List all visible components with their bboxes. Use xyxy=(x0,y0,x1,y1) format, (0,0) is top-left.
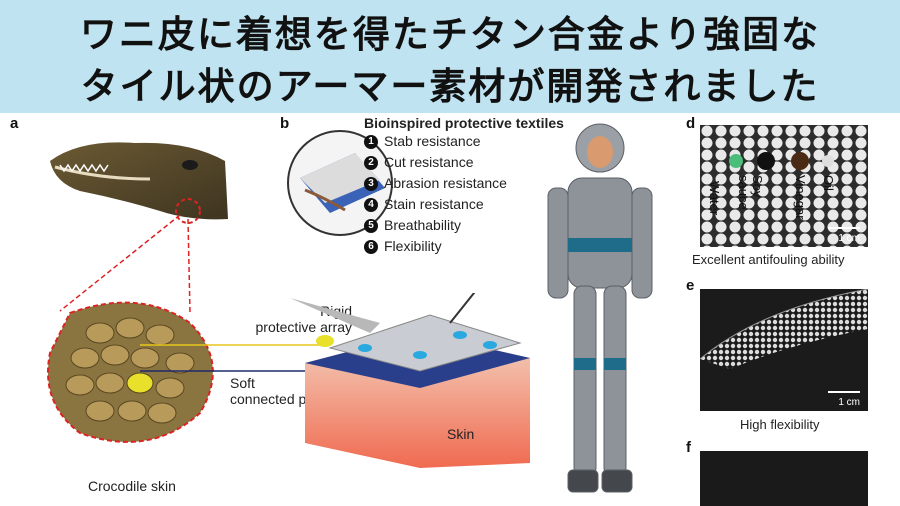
drop-label-water: Water xyxy=(707,181,722,216)
soft-part-label: Soft connected part xyxy=(230,375,350,407)
property-label: Breathability xyxy=(384,217,462,233)
property-item: 6 Flexibility xyxy=(364,236,604,257)
panel-f-photo xyxy=(700,451,868,506)
number-badge-icon: 2 xyxy=(364,155,378,170)
drop-label-soy-sauce: Soy sauce xyxy=(736,175,765,210)
drop-label-vinegar: Vinegar xyxy=(793,175,808,220)
crocodile-skin-caption: Crocodile skin xyxy=(88,478,176,494)
title-banner: ワニ皮に着想を得たチタン合金より強固な タイル状のアーマー素材が開発されました xyxy=(0,0,900,113)
zoom-lines-a xyxy=(59,214,191,314)
property-item: 3 Abrasion resistance xyxy=(364,173,604,194)
banner-title-line-2: タイル状のアーマー素材が開発されました xyxy=(80,65,820,108)
soft-label-line-1: Soft xyxy=(230,375,255,391)
property-item: 1 Stab resistance xyxy=(364,131,604,152)
property-item: 2 Cut resistance xyxy=(364,152,604,173)
number-badge-icon: 4 xyxy=(364,197,378,212)
property-label: Abrasion resistance xyxy=(384,175,507,191)
number-badge-icon: 1 xyxy=(364,134,378,149)
soft-label-line-2: connected part xyxy=(230,391,323,407)
number-badge-icon: 3 xyxy=(364,176,378,191)
hexagon-grid-pattern xyxy=(700,125,868,247)
property-item: 5 Breathability xyxy=(364,215,604,236)
figure-area: a Crocodile skin Rigid xyxy=(0,113,900,506)
number-badge-icon: 5 xyxy=(364,218,378,233)
banner-title-line-1: ワニ皮に着想を得たチタン合金より強固な xyxy=(79,13,821,56)
scale-bar xyxy=(828,391,860,393)
property-item: 4 Stain resistance xyxy=(364,194,604,215)
textiles-title: Bioinspired protective textiles xyxy=(364,115,564,131)
panel-label-e: e xyxy=(686,277,695,294)
scale-label-d: 1 cm xyxy=(838,233,860,244)
property-label: Stab resistance xyxy=(384,133,481,149)
property-label: Stain resistance xyxy=(384,196,484,212)
panel-label-d: d xyxy=(686,115,696,132)
soy-line-1: Soy xyxy=(750,175,765,198)
panel-label-b: b xyxy=(280,115,290,132)
textile-properties-list: Bioinspired protective textiles 1 Stab re… xyxy=(364,113,604,257)
antifouling-photo: Water Soy sauce Vinegar Oil 1 cm xyxy=(700,125,868,247)
scale-bar xyxy=(828,227,860,229)
rigid-label-line-2: protective array xyxy=(255,319,352,335)
armor-skin-block xyxy=(290,293,530,468)
soy-line-2: sauce xyxy=(736,175,751,210)
skin-label: Skin xyxy=(447,426,475,442)
flexibility-caption: High flexibility xyxy=(740,417,820,432)
panel-label-f: f xyxy=(686,439,691,456)
flexible-fabric-pattern xyxy=(700,289,868,369)
armored-person-illustration xyxy=(547,123,653,493)
panel-label-a: a xyxy=(10,115,19,132)
property-label: Cut resistance xyxy=(384,154,474,170)
crocodile-skin-magnified xyxy=(47,301,214,443)
flexibility-photo: 1 cm xyxy=(700,289,868,411)
crocodile-head-illustration xyxy=(50,142,228,224)
drop-label-oil: Oil xyxy=(821,175,836,191)
antifouling-caption: Excellent antifouling ability xyxy=(692,252,845,267)
label-connectors xyxy=(140,344,320,372)
number-badge-icon: 6 xyxy=(364,239,378,254)
scale-label-e: 1 cm xyxy=(838,397,860,408)
property-label: Flexibility xyxy=(384,238,442,254)
